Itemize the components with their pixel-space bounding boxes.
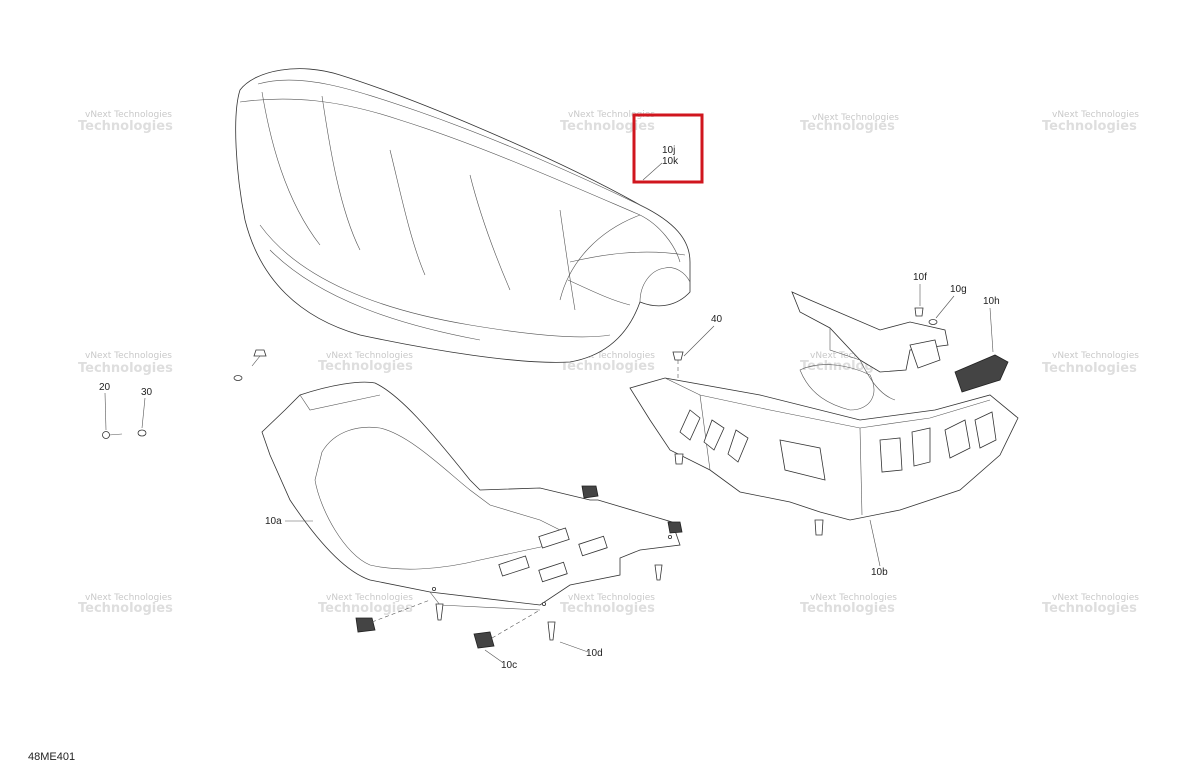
callout-10a: 10a — [265, 516, 282, 527]
watermark-big-1: Technologies — [78, 119, 173, 134]
watermark-14: Technologies vNext Technologies — [800, 593, 897, 616]
base-plate-10a: 10a 10c 10d — [261, 381, 683, 671]
watermark-text-14: vNext Technologies — [810, 593, 897, 603]
watermark-big-11: Technologies — [78, 601, 173, 616]
leader-10j — [642, 162, 663, 181]
watermark-text-7: vNext Technologies — [326, 351, 413, 361]
watermark-8: Technologies vNext Technologies — [560, 351, 655, 374]
watermark-big-7: Technologies — [318, 359, 413, 374]
watermark-big-13: Technologies — [560, 601, 655, 616]
callout-10j-10k: 10j 10k — [632, 113, 704, 184]
watermark-text-12: vNext Technologies — [326, 593, 413, 603]
watermark-text-15: vNext Technologies — [1052, 593, 1139, 603]
callout-10j: 10j — [662, 145, 675, 156]
watermark-big-8: Technologies — [560, 359, 655, 374]
callout-10c: 10c — [501, 660, 517, 671]
clip-icon-right — [667, 521, 683, 534]
watermark-text-4: vNext Technologies — [812, 113, 899, 123]
clip-icon — [253, 349, 267, 357]
highlight-box — [632, 113, 704, 184]
watermark-13: Technologies vNext Technologies — [560, 593, 655, 616]
watermark-text-11: vNext Technologies — [85, 593, 172, 603]
watermarks: Technologies vNext Technologies Technolo… — [78, 110, 1139, 616]
watermark-5: Technologies vNext Technologies — [1042, 110, 1139, 134]
watermark-text-3: vNext Technologies — [568, 110, 655, 120]
bolt-icon-40 — [672, 351, 684, 361]
nut-icon-10f — [914, 307, 924, 317]
watermark-7: Technologies vNext Technologies — [318, 351, 413, 374]
callout-10h: 10h — [983, 296, 1000, 307]
watermark-4: Technologies vNext Technologies — [800, 113, 899, 134]
callout-10g: 10g — [950, 284, 967, 295]
seat-illustration — [235, 68, 691, 363]
callout-10k: 10k — [662, 156, 679, 167]
taillight-icon — [954, 354, 1009, 393]
watermark-text-5: vNext Technologies — [1052, 110, 1139, 120]
watermark-big-3: Technologies — [560, 119, 655, 134]
watermark-big-6: Technologies — [78, 361, 173, 376]
callout-30: 30 — [141, 387, 153, 398]
watermark-6: Technologies vNext Technologies — [78, 351, 173, 376]
clip-icon-10c — [473, 631, 495, 649]
watermark-text-1: vNext Technologies — [85, 110, 172, 120]
watermark-big-5: Technologies — [1042, 119, 1137, 134]
callout-10d: 10d — [586, 648, 603, 659]
watermark-big-4: Technologies — [800, 119, 895, 134]
screw-icon-left — [435, 603, 444, 621]
callout-10f: 10f — [913, 272, 927, 283]
clip-icon-left — [355, 617, 376, 633]
callout-20: 20 — [99, 382, 111, 393]
clip-icon-upper — [581, 485, 599, 499]
watermark-big-15: Technologies — [1042, 601, 1137, 616]
bolt-icon-20 — [102, 431, 110, 439]
watermark-1: Technologies vNext Technologies — [78, 110, 173, 134]
watermark-text-9: vNext Technologies — [810, 351, 897, 361]
callout-40: 40 — [711, 314, 723, 325]
watermark-text-13: vNext Technologies — [568, 593, 655, 603]
watermark-text-10: vNext Technologies — [1052, 351, 1139, 361]
rear-bracket-10b: 40 10f 10g 10h 10b — [629, 272, 1019, 578]
screw-icon-10d — [547, 621, 556, 641]
part-code: 48ME401 — [28, 751, 76, 763]
watermark-12: Technologies vNext Technologies — [318, 593, 413, 616]
fastener-20-30: 20 30 — [99, 349, 267, 439]
watermark-11: Technologies vNext Technologies — [78, 593, 173, 616]
watermark-3: Technologies vNext Technologies — [560, 110, 655, 134]
watermark-big-10: Technologies — [1042, 361, 1137, 376]
washer-icon-10g — [928, 319, 938, 325]
washer-icon-top — [233, 375, 243, 381]
screw-icon-right — [654, 564, 663, 581]
watermark-big-12: Technologies — [318, 601, 413, 616]
watermark-15: Technologies vNext Technologies — [1042, 593, 1139, 616]
watermark-text-8: vNext Technologies — [568, 351, 655, 361]
callout-10b: 10b — [871, 567, 888, 578]
watermark-big-14: Technologies — [800, 601, 895, 616]
washer-icon-30 — [137, 429, 147, 437]
watermark-text-6: vNext Technologies — [85, 351, 172, 361]
watermark-10: Technologies vNext Technologies — [1042, 351, 1139, 376]
